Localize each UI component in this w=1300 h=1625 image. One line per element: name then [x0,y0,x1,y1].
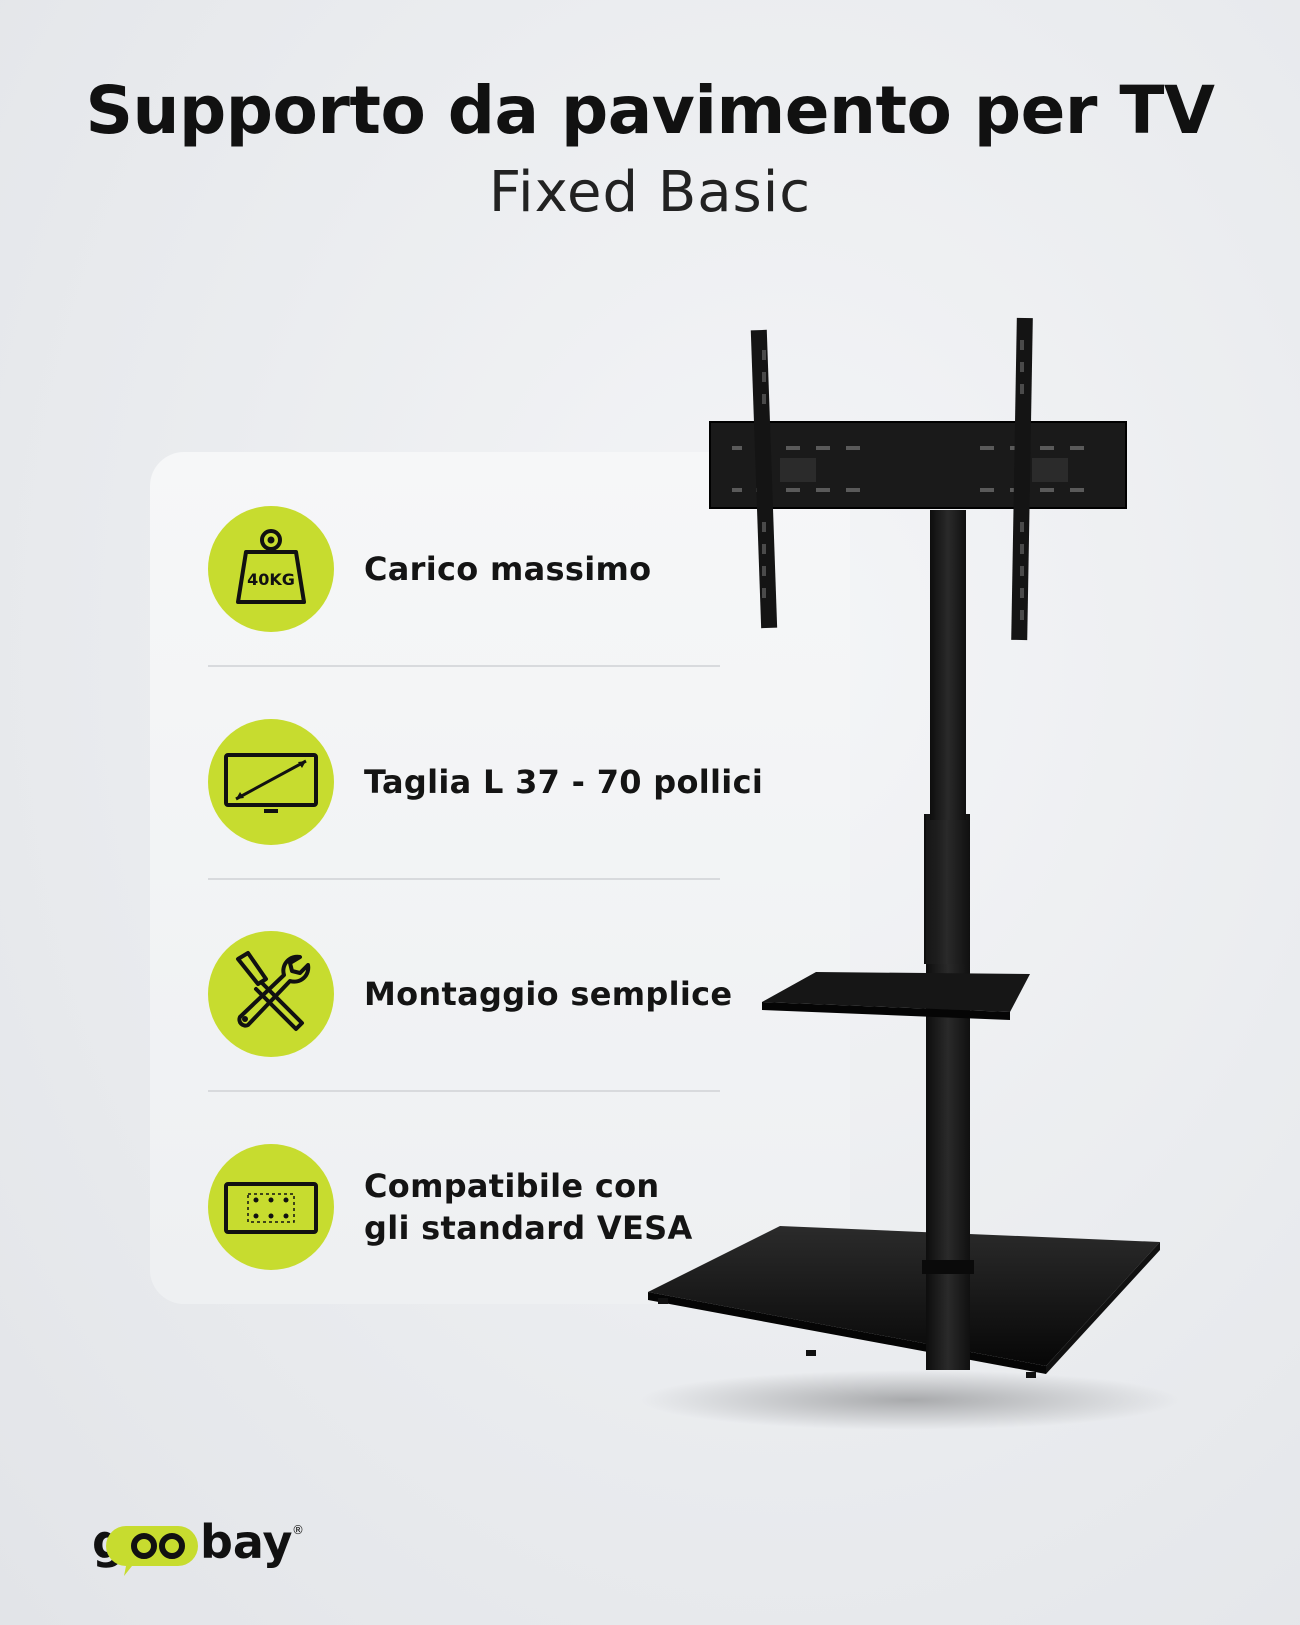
goobay-logo: g bay ® [92,1512,352,1576]
feature-label-easy-mounting: Montaggio semplice [364,975,733,1013]
feature-label-tv-size: Taglia L 37 - 70 pollici [364,763,764,801]
page-subtitle: Fixed Basic [488,160,812,225]
svg-text:40KG: 40KG [247,570,295,589]
svg-text:bay: bay [200,1515,293,1569]
divider [208,878,720,880]
divider [208,665,720,667]
tools-icon [208,931,334,1057]
divider [208,1090,720,1092]
page-title: Supporto da pavimento per TV [85,72,1215,149]
svg-text:®: ® [292,1523,304,1537]
feature-easy-mounting: Montaggio semplice [208,919,788,1069]
feature-label-max-load: Carico massimo [364,550,652,588]
weight-icon: 40KG [208,506,334,632]
tv-floor-stand-image [640,317,1180,1430]
vesa-pattern-icon [208,1144,334,1270]
feature-max-load: 40KG Carico massimo [208,494,788,644]
tv-size-icon [208,719,334,845]
features-card: 40KG Carico massimo Taglia L 37 - 70 pol… [150,452,850,1304]
feature-tv-size: Taglia L 37 - 70 pollici [208,707,788,857]
